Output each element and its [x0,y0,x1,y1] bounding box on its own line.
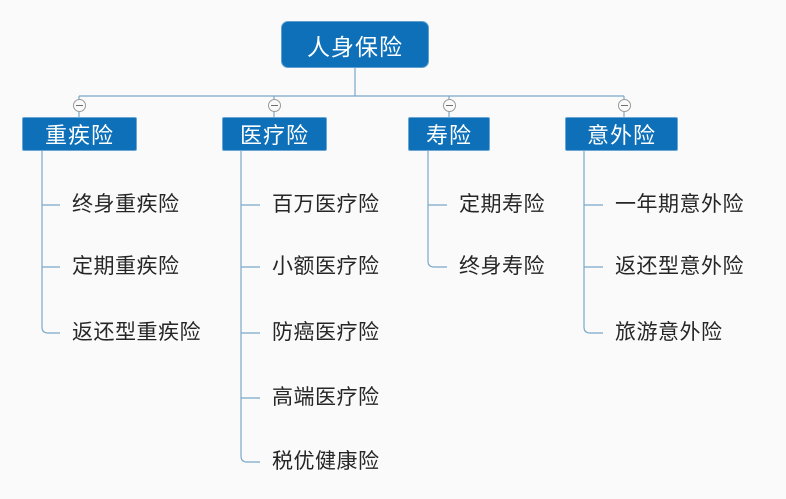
collapse-toggle-3[interactable] [618,99,631,112]
collapse-toggle-2[interactable] [443,99,456,112]
leaf-node-0-0[interactable]: 终身重疾险 [72,194,180,215]
branch-trunk-1 [240,151,260,463]
branch-node-2[interactable]: 寿险 [408,117,490,151]
branch-node-label: 医疗险 [239,123,309,148]
leaf-node-3-1[interactable]: 返还型意外险 [615,256,744,277]
leaf-node-label: 返还型意外险 [615,255,744,278]
root-node[interactable]: 人身保险 [281,21,429,68]
leaf-node-label: 高端医疗险 [272,386,380,409]
leaf-node-label: 小额医疗险 [272,255,380,278]
branch-node-label: 重疾险 [44,123,114,148]
branch-node-1[interactable]: 医疗险 [222,117,327,151]
leaf-node-2-1[interactable]: 终身寿险 [459,256,545,277]
leaf-node-0-2[interactable]: 返还型重疾险 [72,322,201,343]
leaf-node-label: 税优健康险 [272,450,380,473]
leaf-node-2-0[interactable]: 定期寿险 [459,194,545,215]
branch-trunk-2 [427,151,447,268]
root-node-label: 人身保险 [307,33,403,60]
leaf-node-label: 终身重疾险 [72,193,180,216]
leaf-node-1-2[interactable]: 防癌医疗险 [272,322,380,343]
leaf-node-label: 定期重疾险 [72,255,180,278]
leaf-node-label: 百万医疗险 [272,193,380,216]
branch-node-label: 寿险 [425,123,472,148]
leaf-node-1-1[interactable]: 小额医疗险 [272,256,380,277]
leaf-node-1-3[interactable]: 高端医疗险 [272,387,380,408]
leaf-node-3-0[interactable]: 一年期意外险 [615,194,744,215]
leaf-node-1-4[interactable]: 税优健康险 [272,451,380,472]
leaf-node-label: 终身寿险 [459,255,545,278]
collapse-toggle-1[interactable] [268,99,281,112]
branch-trunk-0 [41,151,60,334]
leaf-node-3-2[interactable]: 旅游意外险 [615,322,723,343]
leaf-node-label: 防癌医疗险 [272,321,380,344]
branch-node-3[interactable]: 意外险 [565,117,678,151]
leaf-node-label: 一年期意外险 [615,193,744,216]
branch-node-label: 意外险 [586,123,656,148]
leaf-node-label: 旅游意外险 [615,321,723,344]
collapse-toggle-0[interactable] [73,99,86,112]
leaf-node-0-1[interactable]: 定期重疾险 [72,256,180,277]
branch-node-0[interactable]: 重疾险 [22,117,137,151]
leaf-node-label: 返还型重疾险 [72,321,201,344]
leaf-node-label: 定期寿险 [459,193,545,216]
branch-trunk-3 [583,151,603,334]
leaf-node-1-0[interactable]: 百万医疗险 [272,194,380,215]
